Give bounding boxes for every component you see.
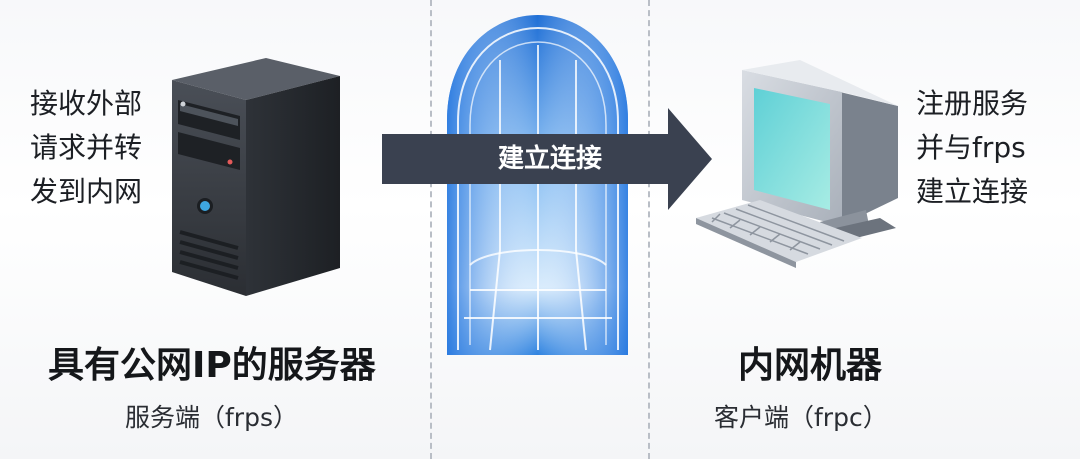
tunnel-icon: [447, 15, 628, 355]
client-description-line: 注册服务: [916, 87, 1029, 120]
client-description: 注册服务 并与frps 建立连接: [916, 82, 1028, 214]
server-subtitle: 服务端（frps）: [125, 403, 298, 432]
server-title: 具有公网IP的服务器: [48, 345, 376, 386]
server-description-line: 发到内网: [30, 175, 143, 208]
left-dashed-divider: [430, 0, 432, 459]
server-tower-icon: [172, 58, 340, 296]
server-description-line: 请求并转: [30, 131, 143, 164]
server-description: 接收外部 请求并转 发到内网: [30, 82, 142, 214]
right-dashed-divider: [648, 0, 650, 459]
server-description-line: 接收外部: [30, 87, 143, 120]
desktop-computer-icon: [696, 60, 898, 268]
client-title: 内网机器: [738, 345, 883, 386]
connection-label: 建立连接: [497, 144, 602, 174]
connection-arrow: [382, 108, 712, 210]
client-description-line: 建立连接: [916, 175, 1029, 208]
client-subtitle: 客户端（frpc）: [714, 403, 888, 432]
client-description-line: 并与frps: [916, 131, 1026, 164]
